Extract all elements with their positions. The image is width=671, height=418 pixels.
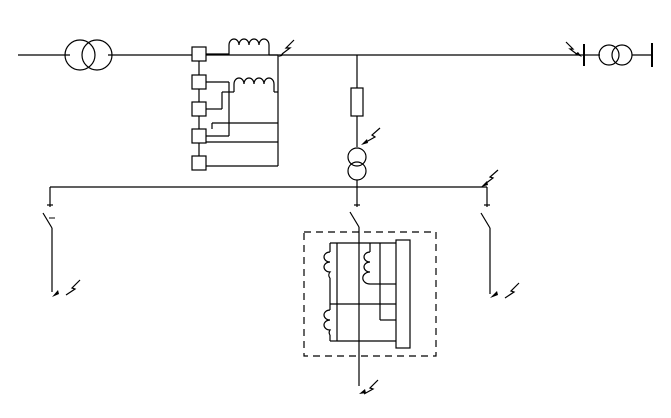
tap-feeder bbox=[347, 55, 367, 187]
cabinet-ct-1 bbox=[323, 251, 332, 279]
current-transformer-1 bbox=[228, 38, 270, 55]
current-transformer-2 bbox=[233, 77, 275, 92]
switch-right bbox=[480, 212, 491, 229]
lv-busbar bbox=[47, 186, 490, 207]
cabinet-ct-2 bbox=[362, 251, 380, 285]
protection-cabinet bbox=[303, 231, 437, 357]
relay-3 bbox=[191, 101, 207, 117]
cabinet-ct-3 bbox=[323, 309, 332, 336]
fault-arrow-top-right bbox=[565, 41, 582, 57]
switch-left bbox=[42, 212, 53, 229]
fault-arrow-center-feeder bbox=[359, 379, 379, 395]
relay-2 bbox=[191, 74, 207, 90]
fault-arrow-busbar bbox=[481, 169, 499, 187]
fault-arrow-top-left bbox=[278, 39, 295, 57]
relay-stack bbox=[191, 46, 207, 171]
switch-center bbox=[349, 211, 360, 228]
distribution-transformer-primary bbox=[347, 147, 367, 167]
relay-5 bbox=[191, 155, 207, 171]
relay-4 bbox=[191, 128, 207, 144]
fault-arrow-tap bbox=[361, 127, 381, 145]
fault-arrow-right-feeder bbox=[490, 282, 520, 299]
feeder-center bbox=[349, 211, 360, 386]
feeder-right bbox=[480, 212, 491, 294]
fault-arrow-left-feeder bbox=[52, 279, 81, 297]
relay-wiring bbox=[206, 53, 279, 167]
relay-panel bbox=[395, 239, 411, 349]
main-transformer bbox=[64, 39, 113, 71]
feeder-left bbox=[42, 212, 55, 292]
relay-1 bbox=[191, 46, 207, 62]
distribution-transformer-secondary bbox=[347, 161, 367, 181]
remote-transformer bbox=[583, 43, 653, 67]
fuse bbox=[350, 87, 364, 117]
